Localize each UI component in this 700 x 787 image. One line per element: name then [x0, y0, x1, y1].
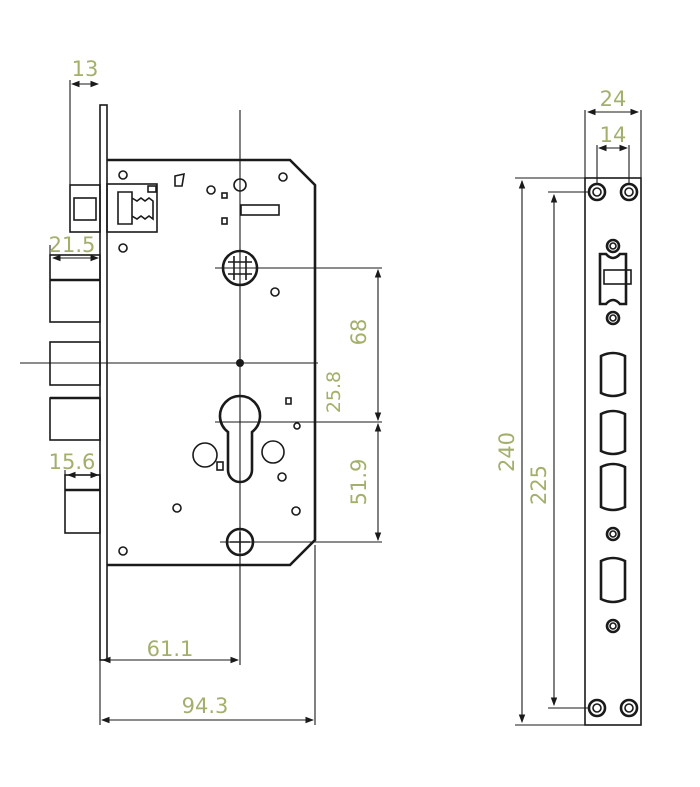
dim-94-3: 94.3	[182, 694, 229, 718]
dim-240: 240	[495, 432, 519, 472]
latch-bolts	[49, 254, 101, 534]
deadbolt	[69, 183, 158, 233]
dim-225: 225	[527, 465, 551, 505]
dim-15-6: 15.6	[49, 450, 96, 474]
dim-25-8: 25.8	[323, 371, 345, 413]
faceplate-front	[584, 177, 642, 726]
faceplate-side	[99, 104, 108, 661]
cylinder-hole	[218, 394, 262, 484]
dim-21-5: 21.5	[49, 233, 96, 257]
dim-61-1: 61.1	[147, 637, 194, 661]
dim-24: 24	[600, 87, 627, 111]
case-holes	[118, 170, 301, 556]
faceplate-screw-holes	[587, 182, 639, 718]
dim-14: 14	[600, 123, 627, 147]
faceplate-openings	[598, 252, 632, 604]
dim-68: 68	[347, 319, 371, 346]
dim-51-9: 51.9	[347, 459, 371, 506]
dim-13: 13	[72, 57, 99, 81]
